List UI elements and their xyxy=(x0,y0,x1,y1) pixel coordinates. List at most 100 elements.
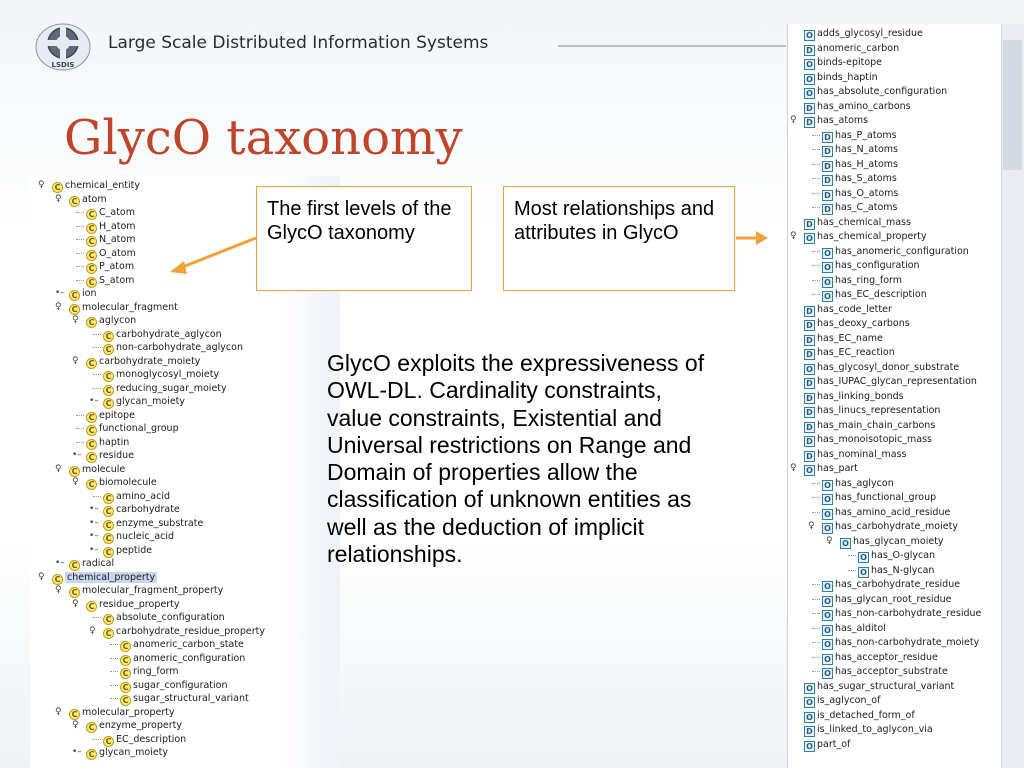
collapse-toggle-icon[interactable]: ♀ xyxy=(38,180,45,190)
collapse-toggle-icon[interactable]: ♀ xyxy=(55,706,62,717)
property-tree-scrollbar[interactable] xyxy=(1001,24,1024,768)
collapse-toggle-icon[interactable]: ♀ xyxy=(72,477,79,487)
collapse-toggle-icon[interactable]: ♀ xyxy=(55,585,62,595)
collapse-toggle-icon[interactable]: ♀ xyxy=(826,535,833,546)
expand-toggle-icon[interactable]: •– xyxy=(89,504,99,514)
expand-toggle-icon[interactable]: •– xyxy=(72,450,82,460)
expand-toggle-icon[interactable]: •– xyxy=(55,288,65,298)
collapse-toggle-icon[interactable]: ♀ xyxy=(790,231,797,241)
collapse-toggle-icon[interactable]: ♀ xyxy=(72,598,79,609)
expand-toggle-icon[interactable]: •– xyxy=(89,531,99,541)
collapse-toggle-icon[interactable]: ♀ xyxy=(808,521,815,531)
scrollbar-thumb[interactable] xyxy=(1003,40,1022,170)
expand-toggle-icon[interactable]: •– xyxy=(89,396,99,406)
collapse-toggle-icon[interactable]: ♀ xyxy=(72,355,79,366)
collapse-toggle-icon[interactable]: ♀ xyxy=(38,571,45,582)
collapse-toggle-icon[interactable]: ♀ xyxy=(72,315,79,325)
collapse-toggle-icon[interactable]: ♀ xyxy=(790,115,797,125)
collapse-toggle-icon[interactable]: ♀ xyxy=(72,720,79,730)
collapse-toggle-icon[interactable]: ♀ xyxy=(55,193,62,204)
expand-toggle-icon[interactable]: •– xyxy=(55,558,65,568)
expand-toggle-icon[interactable]: •– xyxy=(89,517,99,528)
